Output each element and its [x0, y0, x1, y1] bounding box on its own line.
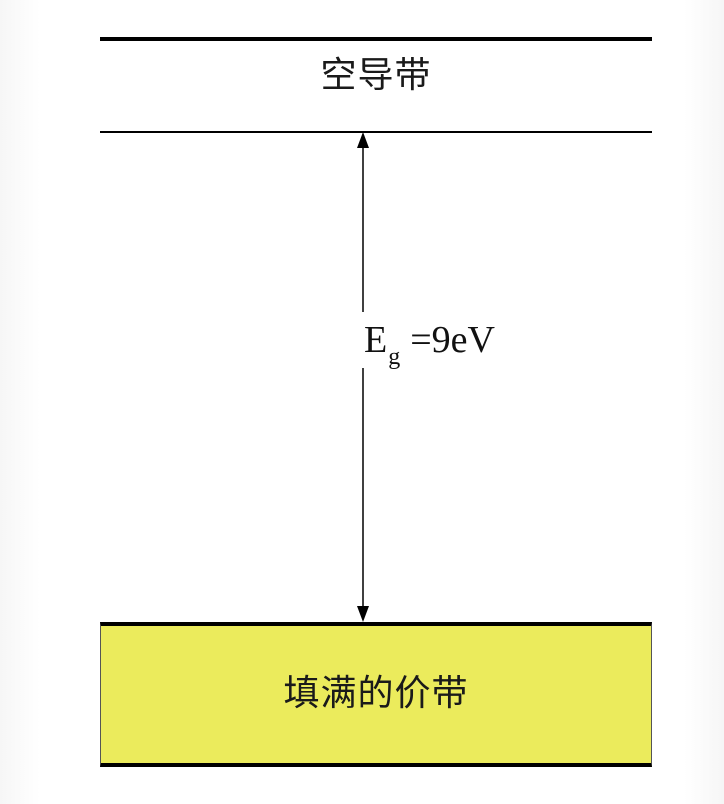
valence-band-label: 填满的价带: [283, 673, 469, 714]
conduction-band-bottom-line: [100, 131, 652, 133]
conduction-band-label: 空导带: [320, 55, 432, 96]
band-gap-symbol: E: [364, 319, 388, 361]
conduction-band-top-line: [100, 37, 652, 41]
band-gap-label: Eg =9eV: [362, 312, 497, 370]
band-gap-arrow: [357, 132, 369, 622]
band-gap-arrowhead-up: [357, 132, 369, 148]
right-edge-shadow: [684, 0, 724, 804]
valence-band-box: 填满的价带: [100, 622, 652, 767]
left-edge-shadow: [0, 0, 40, 804]
band-gap-arrowhead-down: [357, 606, 369, 622]
band-gap-value: =9eV: [410, 319, 495, 361]
band-gap-subscript: g: [388, 344, 401, 370]
